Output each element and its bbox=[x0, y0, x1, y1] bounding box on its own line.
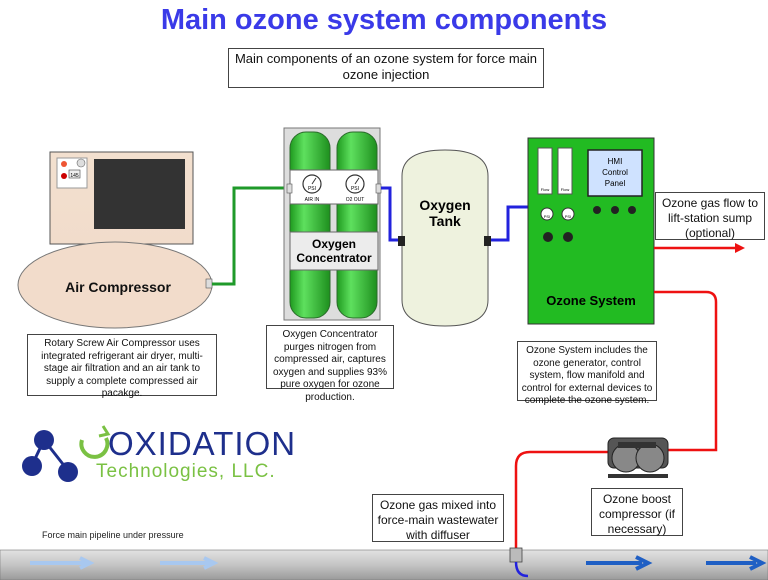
flow-label-2: Flow bbox=[561, 187, 570, 192]
tank-label-1: Oxygen bbox=[419, 197, 470, 213]
compressor-readout: 145 bbox=[70, 173, 79, 179]
oxygen-concentrator-description: Oxygen Concentrator purges nitrogen from… bbox=[266, 325, 394, 403]
flow-arrows bbox=[30, 555, 767, 571]
tank-label-2: Tank bbox=[429, 213, 461, 229]
flow-label-1: Flow bbox=[541, 187, 550, 192]
concentrator-gauge-right-unit: PSI bbox=[351, 186, 359, 192]
port-o2-out-label: O2 OUT bbox=[346, 197, 365, 203]
oxygen-tank: Oxygen Tank bbox=[398, 149, 491, 327]
ozone-system-label: Ozone System bbox=[546, 293, 636, 308]
page-title: Main ozone system components bbox=[160, 4, 608, 36]
air-compressor-description: Rotary Screw Air Compressor uses integra… bbox=[27, 334, 217, 399]
boost-compressor-label: Ozone boost compressor (if necessary) bbox=[591, 488, 683, 536]
oxygen-concentrator: PSI PSI AIR IN O2 OUT Oxygen Concentrato… bbox=[283, 127, 382, 321]
logo-tagline: Technologies, LLC. bbox=[96, 461, 276, 482]
concentrator-gauge-left-unit: PSI bbox=[308, 186, 316, 192]
hmi-line-3: Panel bbox=[605, 179, 626, 188]
ozone-gauge-2-unit: PSI bbox=[565, 214, 571, 219]
hmi-line-1: HMI bbox=[608, 157, 623, 166]
hmi-line-2: Control bbox=[602, 168, 628, 177]
port-air-in-label: AIR IN bbox=[305, 197, 320, 203]
logo-molecule-icon bbox=[22, 430, 78, 482]
ozone-gas-flow-label: Ozone gas flow to lift-station sump (opt… bbox=[655, 192, 765, 240]
flow-arrow-icon bbox=[160, 556, 219, 570]
flow-arrow-icon bbox=[706, 555, 767, 571]
boost-compressor-icon bbox=[607, 437, 669, 478]
subtitle-box: Main components of an ozone system for f… bbox=[228, 48, 544, 88]
hmi-panel bbox=[587, 149, 643, 197]
ozone-gauge-2-icon bbox=[561, 207, 575, 221]
oxygen-line-2 bbox=[491, 205, 528, 242]
ozone-system: Flow Flow HMI Control Panel PSI PSI Ozon… bbox=[527, 137, 655, 325]
concentrator-label-1: Oxygen bbox=[312, 237, 356, 251]
oxygen-line-1 bbox=[381, 186, 402, 242]
logo-name: OXIDATION bbox=[108, 425, 296, 462]
flow-arrow-icon bbox=[30, 556, 95, 570]
diffuser bbox=[509, 547, 523, 563]
ozone-system-description: Ozone System includes the ozone generato… bbox=[517, 341, 657, 406]
ozone-line-main bbox=[654, 290, 718, 452]
compressor-vent bbox=[94, 159, 185, 229]
sump-arrow-icon bbox=[735, 243, 745, 253]
ozone-gauge-1-unit: PSI bbox=[544, 214, 550, 219]
diffuser-outlet bbox=[514, 561, 529, 578]
air-line bbox=[212, 186, 290, 286]
concentrator-label-2: Concentrator bbox=[296, 251, 372, 265]
air-compressor-label: Air Compressor bbox=[65, 279, 171, 295]
logo-o-icon bbox=[79, 437, 110, 459]
flow-arrow-icon bbox=[586, 555, 653, 571]
ozone-line-diffuser bbox=[514, 450, 612, 548]
air-compressor: 145 Air Compressor bbox=[17, 151, 213, 329]
compressor-gauge-icon bbox=[76, 158, 86, 168]
diffuser-label: Ozone gas mixed into force-main wastewat… bbox=[372, 494, 504, 542]
ozone-gauge-1-icon bbox=[540, 207, 554, 221]
force-main-pipe bbox=[0, 549, 768, 580]
pipeline-label: Force main pipeline under pressure bbox=[42, 530, 184, 540]
